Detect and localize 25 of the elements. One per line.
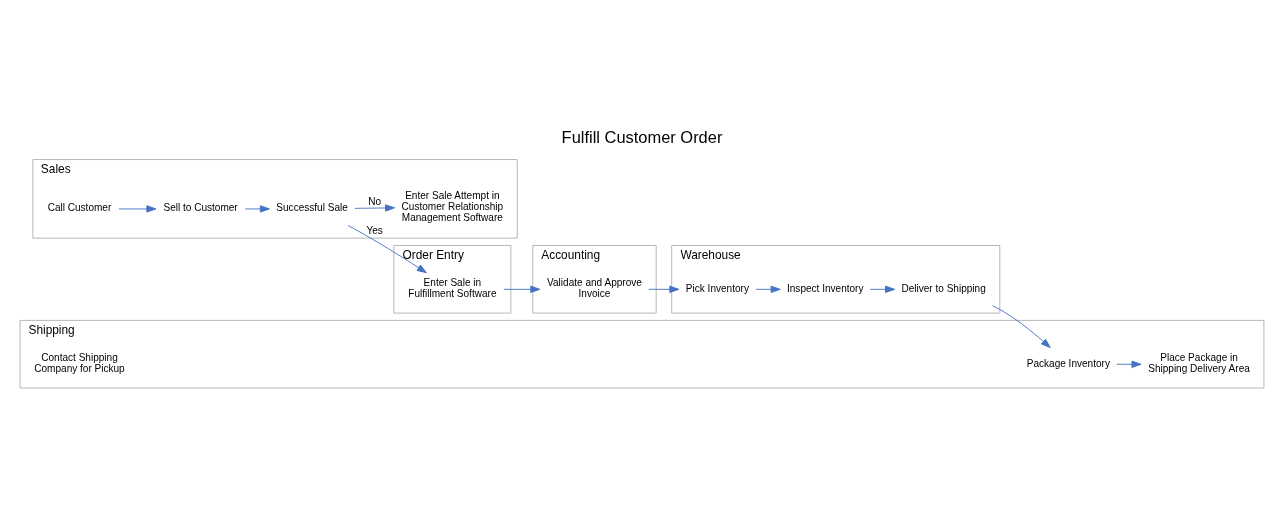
node-text: Package Inventory [1026, 357, 1110, 369]
arrow [354, 203, 396, 212]
node-text: Enter Sale in Fulfillment Software [408, 276, 497, 299]
node-text: Place Package in Shipping Delivery Area [1148, 351, 1250, 374]
diagram-title: Fulfill Customer Order [561, 127, 723, 146]
arrow [992, 304, 1051, 348]
node-text: Enter Sale Attempt in Customer Relationship Management Software [401, 189, 504, 223]
node-text: Validate and Approve Invoice [547, 276, 642, 299]
arrow [869, 285, 896, 293]
node-text: Deliver to Shipping [901, 282, 986, 294]
node-text: Contact Shipping Company for Pickup [34, 351, 125, 374]
arrow [755, 285, 781, 293]
node-text: Call Customer [47, 201, 112, 213]
node-text: Sell to Customer [163, 201, 238, 213]
arrow [347, 224, 427, 273]
arrow [503, 285, 541, 293]
arrow [648, 285, 680, 293]
arrow [1116, 360, 1142, 368]
node-text: Successful Sale [276, 201, 348, 213]
arrow [244, 204, 270, 213]
node-text: Pick Inventory [685, 282, 749, 294]
edge-label: Yes [366, 224, 383, 236]
edge-label: No [368, 195, 382, 207]
node-text: Inspect Inventory [786, 282, 864, 294]
arrow [118, 204, 157, 213]
